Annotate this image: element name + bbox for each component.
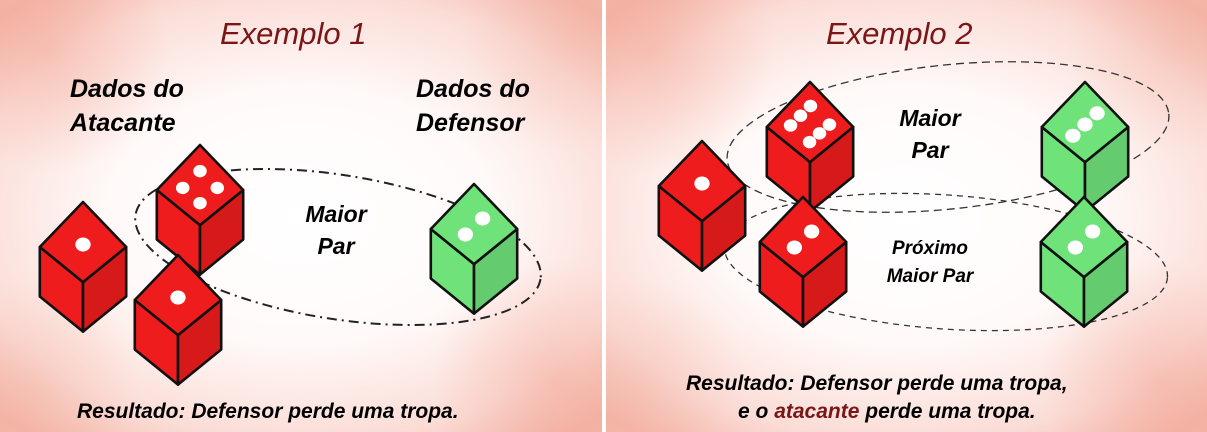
die-pip: [803, 224, 820, 239]
die-top-face: [429, 182, 519, 266]
example-2-title: Exemplo 2: [826, 16, 973, 51]
pair-label-line-2: Par: [911, 137, 949, 163]
die-pip: [193, 164, 207, 178]
example-1-art: [38, 143, 542, 386]
defender-die-2: [1039, 195, 1129, 328]
die-pip: [474, 211, 491, 226]
defender-die-1: [1040, 80, 1130, 213]
defender-dice-label: Dados do Defensor: [416, 72, 530, 140]
highest-pair-label: Maior Par: [890, 102, 970, 166]
die-pip: [786, 240, 803, 255]
highest-pair-label: Maior Par: [296, 198, 376, 262]
die-pip: [783, 119, 798, 132]
die-pip: [175, 181, 190, 195]
example-2-result-line-2: e o atacante perde uma tropa.: [738, 398, 1036, 426]
attacker-die-3: [133, 253, 223, 386]
example-1-result: Resultado: Defensor perde uma tropa.: [77, 400, 459, 423]
attacker-die-1: [765, 80, 855, 213]
die-pip: [793, 109, 808, 122]
die-pip: [1065, 128, 1081, 143]
next-pair-label-line-1: Próximo: [891, 238, 969, 259]
attacker-dice-label: Dados do Atacante: [70, 72, 184, 140]
die-pip: [1089, 106, 1105, 121]
die-top-face: [1039, 195, 1129, 279]
die-top-face: [765, 80, 855, 164]
die-pip: [193, 196, 207, 210]
result-line-2-prefix: e o: [738, 400, 775, 423]
example-1-panel: Exemplo 1 Dados do Atacante Dados do Def…: [0, 0, 602, 432]
result-line-2-suffix: perde uma tropa.: [859, 400, 1036, 423]
attacker-label-line-2: Atacante: [70, 109, 176, 137]
die-top-face: [155, 143, 245, 227]
defender-label-line-2: Defensor: [416, 109, 525, 137]
attacker-die-1: [155, 143, 245, 276]
die-pip: [457, 227, 474, 242]
die-top-face: [758, 195, 848, 279]
attacker-die-2: [38, 200, 128, 333]
pair-label-line-2: Par: [317, 233, 355, 259]
die-pip: [802, 135, 817, 149]
pair-label-line-1: Maior: [305, 201, 367, 227]
example-2-panel: Exemplo 2 Maior Par Próximo Maior Par Re…: [606, 0, 1207, 432]
die-pip: [170, 290, 186, 305]
die-pip: [75, 237, 91, 252]
example-2-art: [657, 61, 1170, 332]
defender-die-1: [429, 182, 519, 315]
die-pip: [1077, 117, 1093, 132]
die-pip: [822, 118, 837, 131]
next-pair-label-line-2: Maior Par: [886, 266, 974, 287]
example-2-result-line-1: Resultado: Defensor perde uma tropa,: [686, 372, 1068, 395]
die-pip: [210, 181, 225, 195]
pair-label-line-1: Maior: [899, 105, 961, 131]
attacker-label-line-1: Dados do: [70, 75, 184, 103]
next-highest-pair-label: Próximo Maior Par: [874, 235, 986, 291]
die-pip: [1067, 240, 1084, 255]
die-pip: [1084, 224, 1101, 239]
die-pip: [803, 99, 818, 113]
result-line-2-attacker-word: atacante: [774, 400, 860, 423]
example-1-title: Exemplo 1: [220, 16, 367, 51]
attacker-die-2: [657, 139, 747, 272]
attacker-die-3: [758, 195, 848, 328]
die-pip: [694, 176, 710, 191]
die-pip: [812, 127, 827, 140]
defender-label-line-1: Dados do: [416, 75, 530, 103]
